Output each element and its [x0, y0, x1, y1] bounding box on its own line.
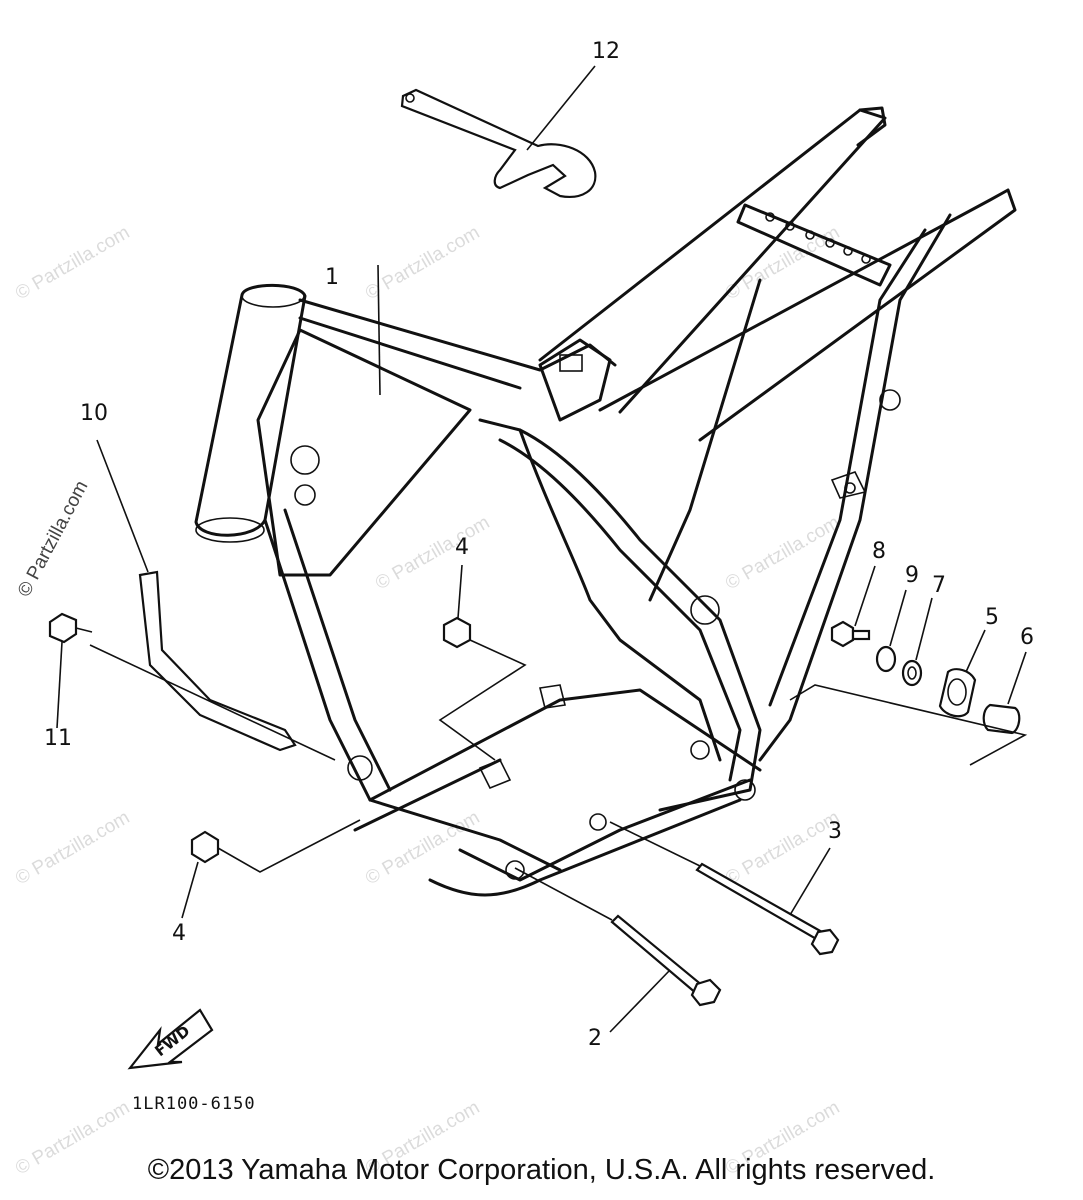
callout-2: 2 — [588, 1026, 602, 1051]
callout-4-upper: 4 — [455, 535, 469, 560]
part-5-bushing — [938, 629, 986, 718]
callout-9: 9 — [905, 563, 919, 588]
side-watermark: © Partzilla.com — [14, 477, 93, 600]
callout-7: 7 — [932, 573, 946, 598]
watermark: © Partzilla.com — [722, 807, 843, 889]
part-3-bolt — [609, 821, 840, 956]
callout-11: 11 — [44, 726, 72, 751]
callout-12: 12 — [592, 39, 620, 64]
watermark-layer: © Partzilla.com © Partzilla.com © Partzi… — [12, 222, 843, 1179]
watermark: © Partzilla.com — [722, 512, 843, 594]
drawing-code: 1LR100-6150 — [132, 1094, 256, 1114]
part-10-bar — [96, 439, 297, 752]
part-12-wrench — [400, 65, 597, 198]
callout-10: 10 — [80, 401, 108, 426]
watermark: © Partzilla.com — [722, 222, 843, 304]
callout-8: 8 — [872, 539, 886, 564]
callout-layer: 12 1 10 4 8 9 7 5 6 11 3 4 2 — [44, 39, 1034, 1051]
part-9-washer — [875, 589, 907, 673]
part-1-frame — [194, 106, 1017, 897]
copyright-notice: ©2013 Yamaha Motor Corporation, U.S.A. A… — [147, 1154, 936, 1186]
part-4-nut-upper — [438, 564, 527, 761]
part-8-bolt — [830, 565, 876, 648]
callout-4-lower: 4 — [172, 921, 186, 946]
part-11-bolt — [48, 612, 336, 761]
fwd-arrow: FWD — [127, 1008, 214, 1070]
part-4-nut-lower — [181, 819, 361, 919]
callout-3: 3 — [828, 819, 842, 844]
callout-1: 1 — [325, 265, 339, 290]
part-6-collar — [789, 651, 1028, 766]
callout-5: 5 — [985, 605, 999, 630]
watermark: © Partzilla.com — [362, 222, 483, 304]
watermark: © Partzilla.com — [12, 807, 133, 889]
watermark: © Partzilla.com — [372, 512, 493, 594]
part-2-bolt — [514, 867, 722, 1033]
watermark: © Partzilla.com — [12, 222, 133, 304]
part-7-washer — [901, 597, 933, 687]
callout-6: 6 — [1020, 625, 1034, 650]
